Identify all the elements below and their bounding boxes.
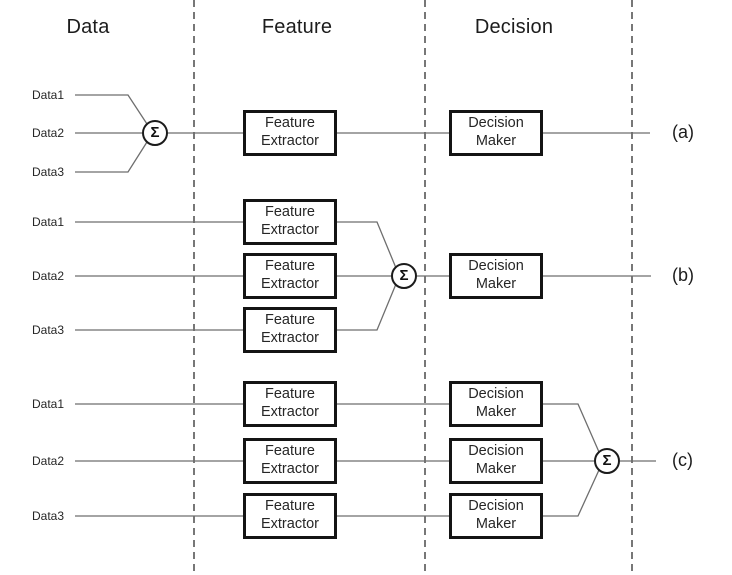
decision-maker-box-1-row-c: Decision Maker <box>449 381 543 427</box>
input-label-data2-row-b: Data2 <box>32 269 65 283</box>
output-label-c: (c) <box>672 450 693 470</box>
feature-extractor-box-1-row-b: Feature Extractor <box>243 199 337 245</box>
input-label-data3-row-a: Data3 <box>32 165 65 179</box>
feature-extractor-box-1-row-c: Feature Extractor <box>243 381 337 427</box>
output-label-b: (b) <box>672 265 694 285</box>
sigma-symbol: Σ <box>150 124 160 141</box>
output-label-a: (a) <box>672 122 694 142</box>
decision-maker-box-3-row-c: Decision Maker <box>449 493 543 539</box>
feature-extractor-box-2-row-b: Feature Extractor <box>243 253 337 299</box>
feature-extractor-box-2-row-c: Feature Extractor <box>243 438 337 484</box>
input-label-data3-row-b: Data3 <box>32 323 65 337</box>
decision-maker-box-row-a: Decision Maker <box>449 110 543 156</box>
decision-maker-box-row-b: Decision Maker <box>449 253 543 299</box>
input-label-data1-row-b: Data1 <box>32 215 65 229</box>
input-label-data2-row-c: Data2 <box>32 454 65 468</box>
column-header-feature: Feature <box>261 16 333 38</box>
decision-maker-box-2-row-c: Decision Maker <box>449 438 543 484</box>
sum-node-row-a: Σ <box>142 120 168 146</box>
input-label-data1-row-c: Data1 <box>32 397 65 411</box>
input-label-data3-row-c: Data3 <box>32 509 65 523</box>
feature-extractor-box-3-row-b: Feature Extractor <box>243 307 337 353</box>
sigma-symbol: Σ <box>399 267 409 284</box>
feature-extractor-box-3-row-c: Feature Extractor <box>243 493 337 539</box>
sum-node-row-c: Σ <box>594 448 620 474</box>
connector-lines <box>75 94 656 517</box>
input-label-data1-row-a: Data1 <box>32 88 65 102</box>
input-label-data2-row-a: Data2 <box>32 126 65 140</box>
column-header-data: Data <box>66 16 110 38</box>
column-header-decision: Decision <box>474 16 554 38</box>
feature-extractor-box-row-a: Feature Extractor <box>243 110 337 156</box>
sum-node-row-b: Σ <box>391 263 417 289</box>
sigma-symbol: Σ <box>602 452 612 469</box>
